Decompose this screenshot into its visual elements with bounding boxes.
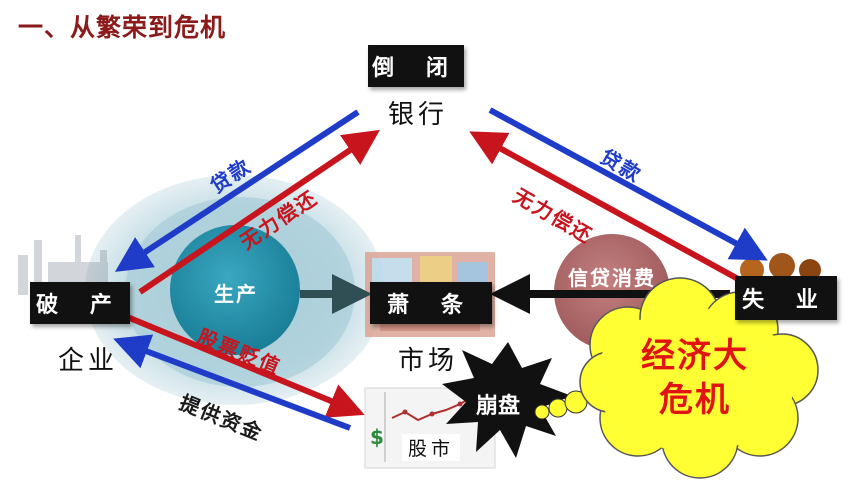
arrow-unable-repay-right [469, 131, 742, 283]
bank-status-box: 倒 闭 [368, 45, 464, 87]
arrow-loan-left [114, 109, 360, 272]
credit-consumption-label: 信贷消费 [568, 266, 656, 290]
page-title: 一、从繁荣到危机 [18, 13, 227, 42]
market-label: 市场 [398, 346, 459, 376]
enterprise-status-box: 破 产 [30, 282, 130, 324]
bank-label: 银行 [388, 100, 449, 130]
market-status-box: 萧 条 [370, 282, 492, 324]
production-circle [170, 225, 300, 355]
dollar-sign-icon: $ [370, 425, 384, 449]
workers-status-box: 失 业 [735, 276, 837, 320]
arrow-unable-repay-left [138, 129, 380, 295]
crash-burst [442, 342, 572, 458]
bubble-dot-2 [548, 398, 568, 418]
bubble-dot-1 [534, 404, 550, 420]
arrow-stock-devalue [123, 313, 365, 418]
enterprise-label: 企业 [58, 346, 119, 376]
production-circle-label: 生产 [214, 282, 258, 306]
stock-market-label: 股市 [402, 434, 461, 461]
arrow-loan-right [488, 107, 768, 261]
crisis-cloud-fill [595, 308, 795, 452]
crash-label: 崩盘 [476, 394, 521, 419]
crisis-label: 经济大危机 [641, 336, 749, 420]
arrow-provide-funds [113, 334, 352, 431]
